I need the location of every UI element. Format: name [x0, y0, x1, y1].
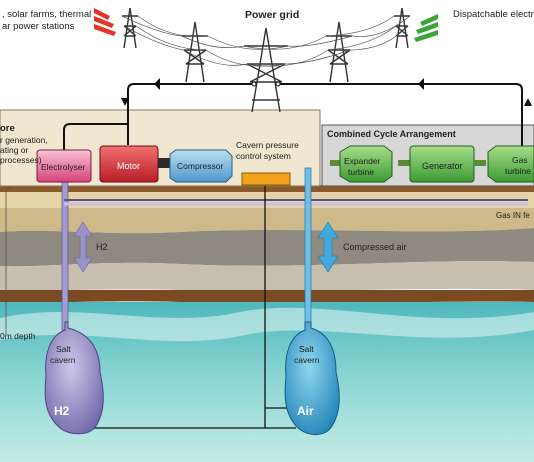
header-left-line1: , solar farms, thermal [2, 9, 91, 20]
motor-label: Motor [117, 161, 140, 171]
store-line3: processes) [0, 155, 42, 165]
grid-cables [63, 83, 523, 152]
expander-line2: turbine [348, 167, 374, 177]
expander-line1: Expander [344, 156, 381, 166]
arrow-to-grid-left [154, 78, 160, 90]
pylon-2 [182, 21, 208, 83]
h2-flow-label: H2 [96, 242, 108, 252]
power-grid-title: Power grid [245, 9, 299, 21]
arrow-down-to-motor [121, 98, 129, 106]
cavern-pressure-unit [241, 172, 291, 186]
rock-layer [0, 228, 534, 267]
grid-node-right [275, 81, 281, 87]
depth-bracket [5, 187, 12, 334]
h2-cavern-tag: H2 [54, 404, 70, 418]
h2-cavern [44, 321, 104, 435]
store-line2: ating or [0, 145, 29, 155]
air-cavern-tag: Air [297, 404, 314, 418]
combined-cycle-title: Combined Cycle Arrangement [327, 129, 456, 139]
air-cavern-line1: Salt [299, 344, 314, 354]
depth-label: 0m depth [0, 331, 36, 341]
h2-cavern-line2: cavern [50, 355, 76, 365]
cavern-pressure-line1: Cavern pressure [236, 140, 299, 150]
sand-layer [0, 208, 534, 234]
generator-unit [398, 145, 486, 183]
ground-surface [0, 185, 534, 192]
pylons [122, 7, 410, 113]
salt-texture [0, 307, 534, 342]
clay-layer [0, 290, 534, 304]
pylon-5 [394, 7, 410, 49]
air-pipe [304, 167, 312, 331]
dispatchable-title: Dispatchable electricit [453, 9, 534, 20]
gas-turbine-line2: turbine [505, 166, 531, 176]
grid-node-left [251, 81, 257, 87]
header-left-line2: ar power stations [2, 21, 75, 32]
compressor-label: Compressor [177, 161, 223, 171]
arrow-up-from-turbine [524, 98, 532, 106]
compressor-unit [169, 149, 233, 183]
power-lines [121, 15, 411, 67]
electrolyser-label: Electrolyser [41, 162, 86, 172]
expander-unit [330, 145, 393, 183]
store-line1: r generation, [0, 135, 48, 145]
air-cavern-line2: cavern [294, 355, 320, 365]
h2-flow-arrow [73, 221, 93, 273]
store-title: ore [0, 123, 15, 134]
shale-layer [0, 261, 534, 292]
cavern-pressure-line2: control system [236, 151, 291, 161]
arrow-to-grid-right [418, 78, 424, 90]
pylon-center [244, 27, 288, 113]
gas-turbine-line1: Gas [512, 155, 528, 165]
pylon-1 [122, 7, 138, 49]
motor-unit [99, 145, 170, 183]
compressed-air-label: Compressed air [343, 242, 407, 252]
h2-cavern-line1: Salt [56, 344, 71, 354]
gas-in-label: Gas IN fe [496, 211, 530, 220]
gas-turbine-unit [487, 145, 534, 183]
generator-label: Generator [422, 161, 463, 171]
electrolyser-unit [36, 149, 92, 183]
air-flow-arrow [317, 221, 339, 273]
red-arrows [94, 8, 116, 36]
pylon-4 [326, 21, 352, 83]
green-arrows [414, 14, 438, 42]
air-cavern [284, 321, 340, 435]
